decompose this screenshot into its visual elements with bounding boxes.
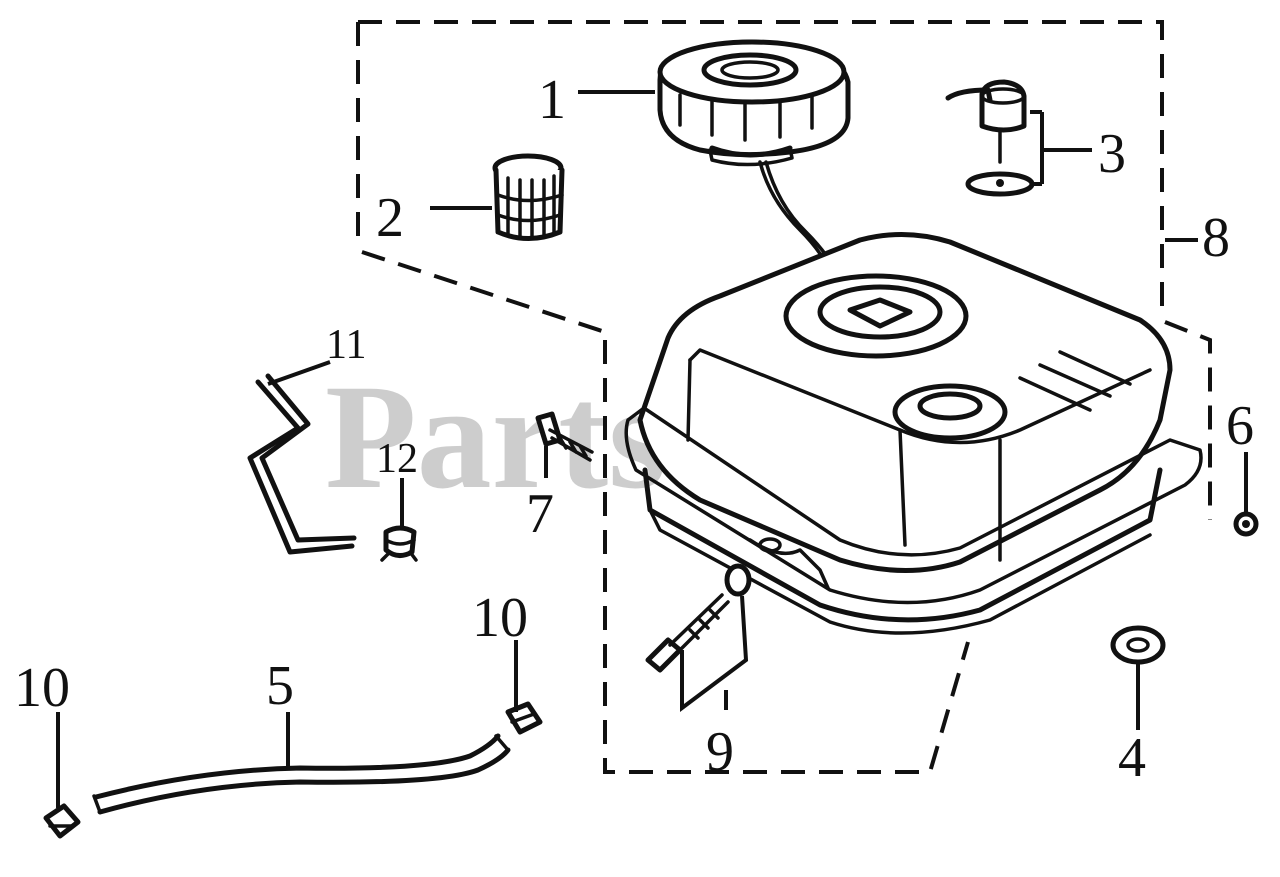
callout-5: 5 [266,655,294,717]
nut [1233,511,1259,537]
hose-clamp [380,525,418,562]
assembly-boundary [356,20,1212,774]
callout-2: 2 [376,187,404,249]
drain-valve [645,563,752,673]
hose-clamp-right [505,701,543,735]
callout-1: 1 [538,69,566,131]
bolt [535,411,594,462]
fuel-line-bent [247,373,357,555]
fuel-cap [657,39,851,167]
leader-lines [56,90,1248,808]
washer [1110,625,1166,665]
fuel-strainer [492,153,565,241]
fuel-hose [92,733,511,815]
callout-12: 12 [376,436,418,482]
fuel-valve [945,79,1035,197]
callout-11: 11 [326,322,366,368]
fuel-tank [624,232,1203,635]
callout-4: 4 [1118,727,1146,789]
callout-10-right: 10 [472,587,528,649]
hose-clamp-left [43,803,81,839]
callout-7: 7 [526,483,554,545]
callout-3: 3 [1098,123,1126,185]
callout-9: 9 [706,721,734,783]
callout-8: 8 [1202,207,1230,269]
callout-10-left: 10 [14,657,70,719]
callout-6: 6 [1226,395,1254,457]
